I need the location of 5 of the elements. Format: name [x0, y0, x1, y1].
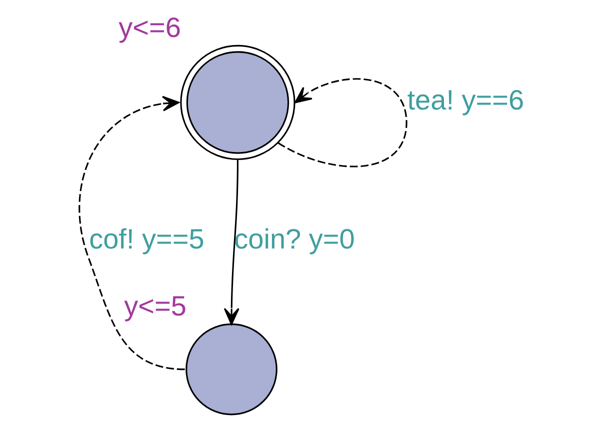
edge-label: coin? y=0 — [234, 224, 355, 255]
node-label: y<=5 — [124, 290, 186, 322]
edge-label: cof! y==5 — [89, 224, 204, 255]
edge-label: tea! y==6 — [407, 84, 524, 116]
node-label: y<=6 — [118, 12, 181, 43]
